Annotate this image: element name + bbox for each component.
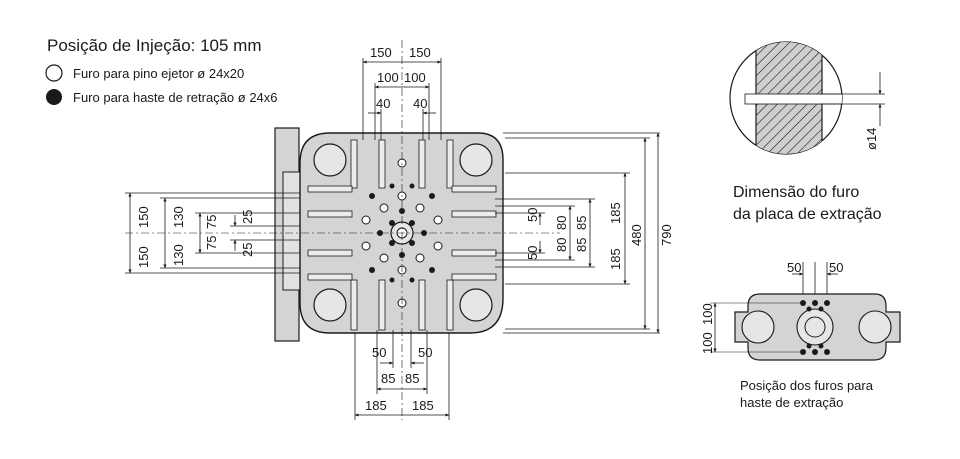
dim-left-150-bottom: 150 bbox=[136, 246, 151, 268]
dim-bottom-50-left: 50 bbox=[372, 345, 386, 360]
ejector-dim-50-left: 50 bbox=[787, 260, 801, 275]
dim-bottom-50-right: 50 bbox=[418, 345, 432, 360]
dim-left-25-bottom: 25 bbox=[240, 243, 255, 257]
dim-bottom-85-left: 85 bbox=[381, 371, 395, 386]
legend: Furo para pino ejetor ø 24x20 Furo para … bbox=[45, 64, 278, 105]
dim-left-75-top: 75 bbox=[204, 215, 219, 229]
tiebar-hole-tl bbox=[313, 143, 347, 177]
dim-top-150-right: 150 bbox=[409, 45, 431, 60]
dim-bottom-85-right: 85 bbox=[405, 371, 419, 386]
dim-right-185-bottom: 185 bbox=[608, 248, 623, 270]
ejector-dim-50-right: 50 bbox=[829, 260, 843, 275]
dim-bottom-185-left: 185 bbox=[365, 398, 387, 413]
open-circle-icon bbox=[45, 64, 63, 82]
ejector-dim-100-bottom: 100 bbox=[700, 332, 715, 354]
dim-top-40-left: 40 bbox=[376, 96, 390, 111]
top-dimensions bbox=[362, 58, 442, 140]
title: Posição de Injeção: 105 mm bbox=[47, 36, 262, 55]
dim-left-150-top: 150 bbox=[136, 206, 151, 228]
dim-right-80-top: 80 bbox=[554, 216, 569, 230]
dim-left-130-top: 130 bbox=[171, 206, 186, 228]
dim-right-790: 790 bbox=[659, 224, 674, 246]
mold-plate bbox=[125, 40, 560, 420]
dim-top-150-left: 150 bbox=[370, 45, 392, 60]
dim-right-50-top: 50 bbox=[525, 208, 540, 222]
tiebar-hole-br bbox=[459, 288, 493, 322]
dim-right-50-bottom: 50 bbox=[525, 246, 540, 260]
ejector-caption-1: Posição dos furos para bbox=[740, 378, 874, 393]
left-dimensions bbox=[125, 192, 300, 274]
dim-right-85-bottom: 85 bbox=[574, 238, 589, 252]
ejector-dim-100-top: 100 bbox=[700, 303, 715, 325]
bottom-dimensions bbox=[354, 330, 450, 420]
dim-left-25-top: 25 bbox=[240, 210, 255, 224]
tiebar-hole-tr bbox=[459, 143, 493, 177]
dim-top-100-right: 100 bbox=[404, 70, 426, 85]
legend-label-retraction: Furo para haste de retração ø 24x6 bbox=[73, 90, 278, 105]
dim-right-480: 480 bbox=[629, 224, 644, 246]
filled-circle-icon bbox=[46, 89, 62, 105]
ejector-caption-2: haste de extração bbox=[740, 395, 843, 410]
dim-right-85-top: 85 bbox=[574, 216, 589, 230]
dim-right-185-top: 185 bbox=[608, 202, 623, 224]
detail-caption-1: Dimensão do furo bbox=[733, 184, 859, 201]
tiebar-hole-bl bbox=[313, 288, 347, 322]
dim-left-75-bottom: 75 bbox=[204, 236, 219, 250]
dim-top-40-right: 40 bbox=[413, 96, 427, 111]
hole-detail: ø14 bbox=[729, 41, 885, 155]
dim-right-80-bottom: 80 bbox=[554, 238, 569, 252]
detail-diameter: ø14 bbox=[864, 128, 879, 150]
dim-top-100-left: 100 bbox=[377, 70, 399, 85]
ejector-plate-diagram: 50 50 100 100 bbox=[700, 260, 901, 361]
dim-bottom-185-right: 185 bbox=[412, 398, 434, 413]
t-slots bbox=[307, 139, 497, 331]
legend-label-ejector: Furo para pino ejetor ø 24x20 bbox=[73, 66, 244, 81]
right-dimensions bbox=[495, 132, 660, 334]
detail-caption-2: da placa de extração bbox=[733, 206, 882, 223]
dim-left-130-bottom: 130 bbox=[171, 244, 186, 266]
